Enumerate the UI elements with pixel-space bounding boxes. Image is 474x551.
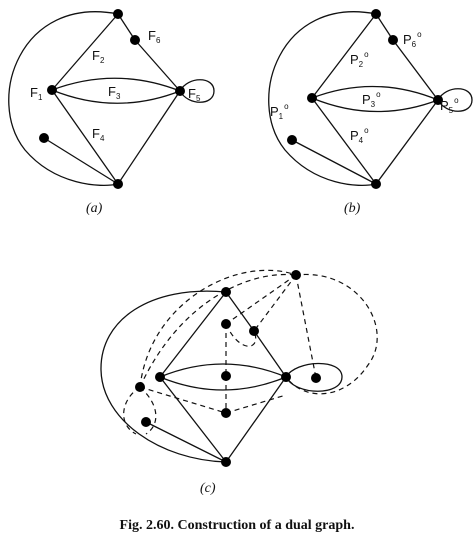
panel-c-edge bbox=[225, 291, 255, 332]
panel-b-tag: (b) bbox=[344, 201, 361, 216]
panel-b-outer-edge bbox=[268, 11, 377, 186]
panel-a-loop bbox=[179, 79, 215, 103]
panel-c-dual-vertex bbox=[221, 319, 231, 329]
panel-c-edge bbox=[159, 363, 287, 378]
panel-c-dual-edge bbox=[139, 269, 378, 395]
panel-a-label-f6: F6 bbox=[148, 28, 161, 45]
panel-b-vertex bbox=[287, 135, 297, 145]
panel-b-edge bbox=[375, 13, 394, 41]
panel-c-edge bbox=[225, 376, 287, 463]
panel-b-vertex bbox=[388, 35, 398, 45]
panel-a-graph: F1 F2 F3 F4 F5 F6 (a) bbox=[8, 9, 215, 216]
panel-b-edge bbox=[311, 97, 377, 185]
panel-a-edge bbox=[43, 137, 119, 185]
panel-a-edge bbox=[51, 13, 119, 91]
panel-c-dual-edge bbox=[295, 274, 317, 379]
panel-a-label-f2: F2 bbox=[92, 48, 105, 65]
panel-c-dual-vertex bbox=[291, 270, 301, 280]
panel-a-edge bbox=[51, 77, 181, 92]
panel-a-label-f5: F5 bbox=[188, 86, 201, 103]
panel-b-edge bbox=[392, 39, 439, 101]
panel-b-label-p1: P1o bbox=[270, 102, 289, 121]
panel-c-vertex bbox=[155, 372, 165, 382]
panel-a-edge bbox=[117, 13, 136, 41]
panel-a-edge bbox=[134, 39, 181, 92]
panel-c-graph: (c) bbox=[100, 269, 378, 496]
panel-c-dual-edge bbox=[123, 386, 141, 435]
panel-a-vertex bbox=[175, 86, 185, 96]
panel-c-dual-edge bbox=[139, 386, 227, 414]
panel-c-vertex bbox=[221, 287, 231, 297]
panel-a-label-f3: F3 bbox=[108, 84, 121, 101]
panel-c-vertex bbox=[141, 417, 151, 427]
panel-c-loop bbox=[285, 362, 343, 392]
panel-a-tag: (a) bbox=[86, 201, 103, 216]
dual-graph-figure: F1 F2 F3 F4 F5 F6 (a) P1o P2o P3o P4o P5… bbox=[8, 9, 473, 496]
panel-a-label-f4: F4 bbox=[92, 126, 105, 143]
figure-caption: Fig. 2.60. Construction of a dual graph. bbox=[119, 518, 355, 533]
panel-c-edge bbox=[159, 291, 227, 378]
panel-c-tag: (c) bbox=[200, 481, 216, 496]
panel-a-vertex bbox=[47, 85, 57, 95]
panel-b-edge bbox=[311, 13, 377, 99]
panel-b-vertex bbox=[307, 93, 317, 103]
panel-b-vertex bbox=[371, 179, 381, 189]
panel-c-dual-edge bbox=[225, 274, 297, 325]
panel-a-edge bbox=[51, 89, 119, 185]
panel-c-vertex bbox=[221, 457, 231, 467]
panel-b-vertex bbox=[371, 9, 381, 19]
panel-c-dual-vertex bbox=[221, 371, 231, 381]
panel-a-edge bbox=[51, 89, 181, 104]
panel-c-vertex bbox=[249, 326, 259, 336]
panel-a-vertex bbox=[113, 179, 123, 189]
panel-c-dual-vertex bbox=[135, 382, 145, 392]
panel-b-label-p4: P4o bbox=[350, 126, 369, 145]
panel-a-vertex bbox=[113, 9, 123, 19]
panel-c-outer-edge bbox=[100, 290, 227, 463]
panel-b-edge bbox=[311, 97, 439, 113]
panel-c-edge bbox=[145, 421, 227, 463]
panel-a-edge bbox=[117, 90, 181, 185]
panel-b-graph: P1o P2o P3o P4o P5o P6o (b) bbox=[268, 9, 473, 216]
panel-b-loop bbox=[437, 88, 473, 112]
panel-c-dual-edge bbox=[139, 386, 157, 435]
panel-a-label-f1: F1 bbox=[30, 85, 43, 102]
panel-c-edge bbox=[253, 330, 287, 378]
panel-c-dual-edge bbox=[225, 394, 287, 414]
panel-c-edge bbox=[159, 376, 287, 391]
panel-a-vertex bbox=[39, 133, 49, 143]
panel-c-dual-vertex bbox=[311, 373, 321, 383]
panel-b-label-p6: P6o bbox=[403, 30, 422, 49]
panel-c-dual-edge bbox=[139, 273, 297, 388]
panel-c-dual-vertex bbox=[221, 408, 231, 418]
panel-a-outer-edge bbox=[8, 11, 119, 186]
panel-c-vertex bbox=[281, 372, 291, 382]
panel-c-edge bbox=[159, 376, 227, 463]
panel-a-vertex bbox=[130, 35, 140, 45]
panel-b-edge bbox=[311, 85, 439, 101]
panel-c-dual-edge bbox=[253, 274, 297, 332]
panel-b-edge bbox=[291, 139, 377, 185]
panel-b-label-p2: P2o bbox=[350, 50, 369, 69]
panel-b-label-p3: P3o bbox=[362, 90, 381, 109]
panel-c-dual-edge bbox=[225, 323, 257, 347]
panel-b-vertex bbox=[433, 95, 443, 105]
panel-b-label-p5: P5o bbox=[440, 96, 459, 115]
panel-b-edge bbox=[375, 99, 439, 185]
